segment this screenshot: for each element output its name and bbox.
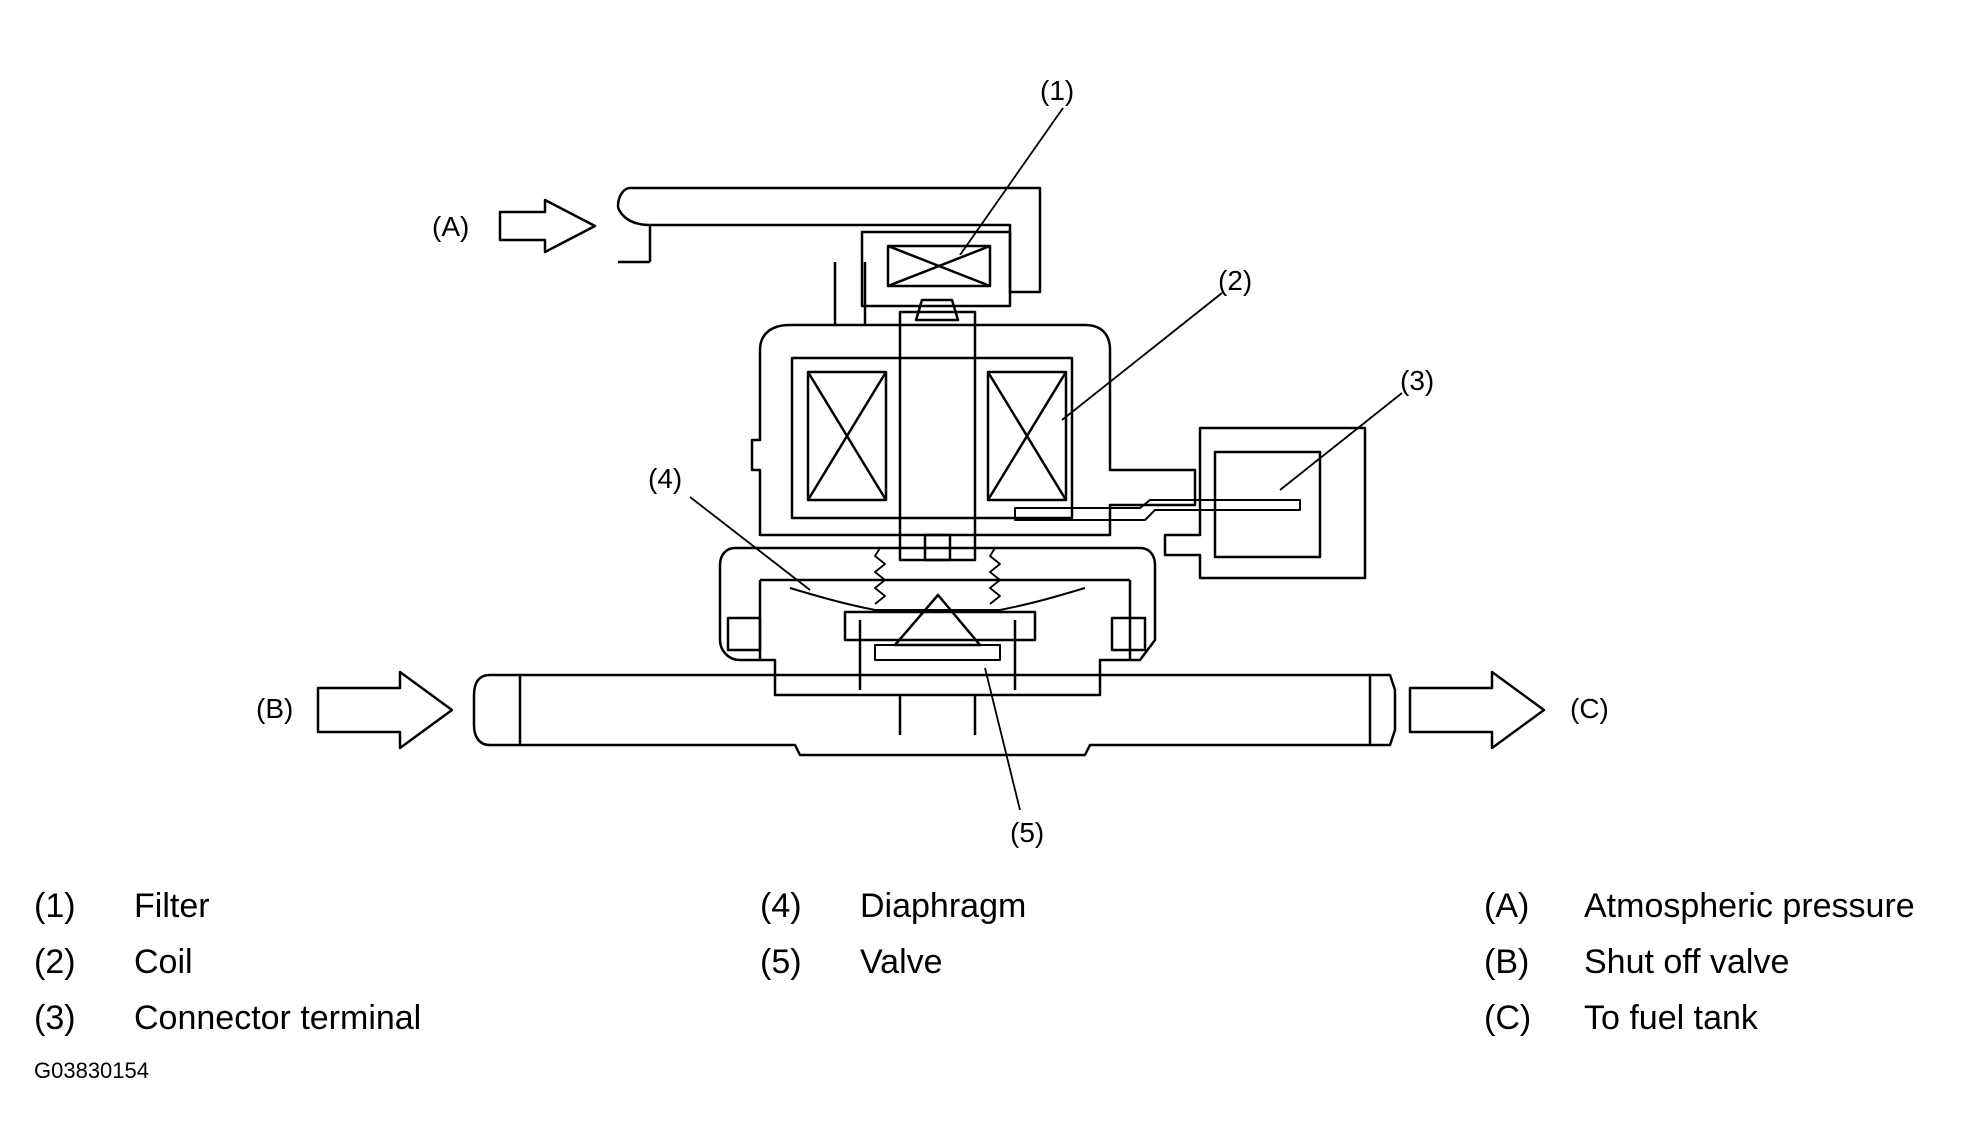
spring-right	[989, 547, 1001, 605]
valve-seat	[874, 644, 1001, 661]
connector-socket	[1213, 450, 1322, 559]
legend-code: (B)	[1484, 943, 1530, 981]
connector-terminal	[1014, 499, 1301, 521]
legend-label: Diaphragm	[860, 887, 1027, 925]
coil-left	[806, 370, 888, 502]
legend-item-to-fuel-tank: (C) To fuel tank	[1484, 990, 1915, 1046]
atmospheric-inlet-pipe	[616, 186, 1042, 294]
callout-b: (B)	[256, 693, 293, 724]
arrow-b	[316, 670, 454, 750]
legend-item-filter: (1) Filter	[34, 878, 421, 934]
atmospheric-inlet-pipe-stub	[618, 225, 652, 264]
inlet-downpipe	[833, 262, 867, 325]
callout-c: (C)	[1570, 693, 1609, 724]
filter-element	[886, 244, 992, 288]
connector-housing	[1163, 426, 1367, 580]
legend-label: Connector terminal	[134, 999, 422, 1037]
coil-right	[986, 370, 1068, 502]
figure-id: G03830154	[34, 1058, 149, 1083]
valve-lower-body	[718, 546, 1157, 697]
legend-code: (1)	[34, 887, 76, 925]
legend-code: (C)	[1484, 999, 1532, 1037]
legend-column-2: (4) Diaphragm (5) Valve	[760, 878, 1026, 990]
diaphragm-inner	[843, 610, 1037, 642]
callout-1: (1)	[1040, 75, 1074, 106]
legend-code: (5)	[760, 943, 802, 981]
callout-5: (5)	[1010, 817, 1044, 848]
leader-1	[959, 107, 1064, 256]
valve-cross-section-diagram: (1) (2) (3) (4) (5) (A) (B) (C)	[256, 75, 1609, 848]
legend-code: (A)	[1484, 887, 1530, 925]
legend-code: (2)	[34, 943, 76, 981]
arrow-a	[498, 198, 597, 254]
leader-4	[689, 496, 811, 591]
legend-item-atmospheric-pressure: (A) Atmospheric pressure	[1484, 878, 1915, 934]
legend-label: Atmospheric pressure	[1584, 887, 1915, 925]
callout-a: (A)	[432, 211, 469, 242]
legend-item-coil: (2) Coil	[34, 934, 421, 990]
callout-2: (2)	[1218, 265, 1252, 296]
arrow-c	[1408, 670, 1546, 750]
plunger	[898, 310, 977, 562]
legend-code: (4)	[760, 887, 802, 925]
main-pipe-outlet-stub	[898, 695, 977, 735]
legend-item-connector-terminal: (3) Connector terminal	[34, 990, 421, 1046]
legend-code: (3)	[34, 999, 76, 1037]
spring-left	[874, 547, 886, 605]
plunger-cap	[914, 298, 960, 322]
callout-3: (3)	[1400, 365, 1434, 396]
side-boss-left	[726, 616, 762, 652]
legend-item-shut-off-valve: (B) Shut off valve	[1484, 934, 1915, 990]
valve-guides	[858, 620, 1017, 690]
filter-housing	[860, 230, 1012, 308]
legend-label: Shut off valve	[1584, 943, 1790, 981]
main-pipe	[472, 673, 1397, 757]
legend-column-3: (A) Atmospheric pressure (B) Shut off va…	[1484, 878, 1915, 1046]
leader-3	[1279, 392, 1403, 491]
valve-cone	[893, 593, 982, 647]
legend-label: Coil	[134, 943, 193, 981]
legend-item-diaphragm: (4) Diaphragm	[760, 878, 1026, 934]
legend-label: Filter	[134, 887, 210, 925]
legend-label: To fuel tank	[1584, 999, 1758, 1037]
side-boss-right	[1110, 616, 1147, 652]
diaphragm	[789, 587, 1086, 611]
plunger-tip	[923, 533, 952, 562]
legend-column-1: (1) Filter (2) Coil (3) Connector termin…	[34, 878, 421, 1046]
leader-5	[984, 667, 1021, 811]
coil-frame	[790, 356, 1074, 520]
leader-2	[1061, 292, 1223, 421]
coil-housing	[750, 323, 1197, 537]
legend-item-valve: (5) Valve	[760, 934, 1026, 990]
callout-4: (4)	[648, 463, 682, 494]
legend-label: Valve	[860, 943, 943, 981]
